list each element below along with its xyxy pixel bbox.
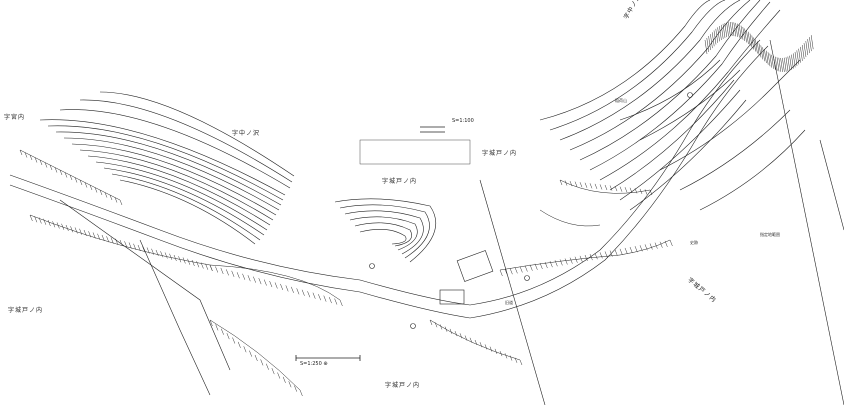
place-jododo-uchi-center: 字城戸ノ内 [382,178,418,185]
scale-bar-text: S=1:250 ⊕ [300,361,328,367]
contours-left-hill [39,91,295,245]
place-jododo-uchi-right: 字城戸ノ内 [482,150,518,157]
road-corridor [9,39,844,405]
contours-right-hill [539,0,806,211]
place-jododo-uchi-left: 字城戸ノ内 [8,307,44,314]
scale-text: S=1:100 [452,118,474,124]
hatch-ticks [19,149,673,397]
annotation-boundary: 指定地範囲 [760,232,780,237]
place-jododo-uchi-bottom: 字城戸ノ内 [385,382,421,389]
annotation-road: 旧道 [505,300,513,305]
terrace-hatching [19,149,671,391]
contours-center-hill [334,198,437,263]
scarp-hatching [704,21,814,73]
structures [359,92,693,329]
scale-bar [295,126,445,361]
place-miyauchi: 字宮内 [4,114,26,121]
place-nakanosawa: 字中ノ沢 [232,130,261,137]
annotation-ridge: 稲荷山 [615,98,627,103]
annotation-site: 史跡 [690,240,698,245]
